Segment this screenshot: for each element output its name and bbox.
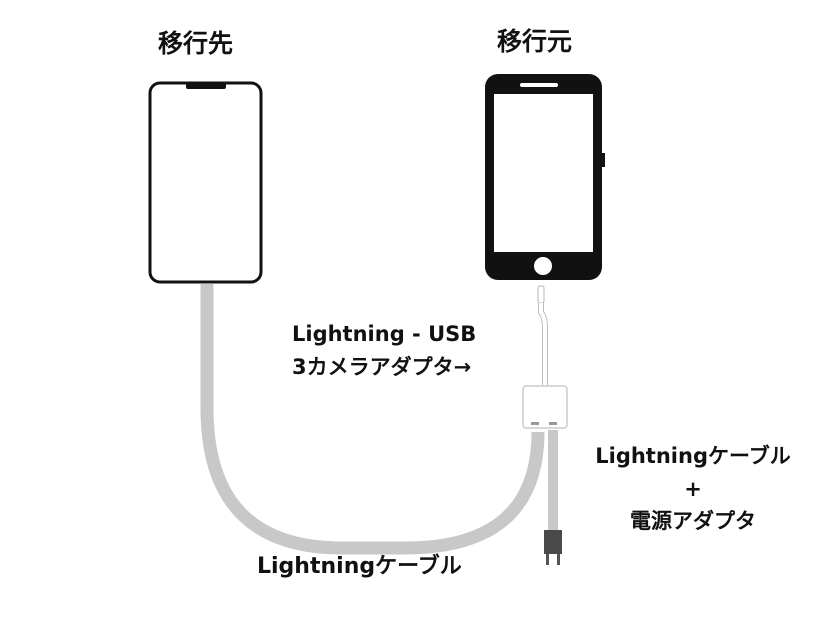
destination-label: 移行先 (158, 29, 234, 58)
source-label: 移行元 (497, 27, 573, 56)
bottom-cable-label: Lightningケーブル (257, 554, 462, 579)
power-cable-label-line1: Lightningケーブル (595, 444, 791, 468)
adapter-label-line2: 3カメラアダプタ→ (292, 354, 472, 379)
power-cable-label-line2: + (684, 476, 702, 501)
adapter-cable (537, 285, 548, 386)
source-phone-icon (485, 74, 605, 280)
camera-adapter-icon (522, 385, 568, 429)
power-cable-label: Lightningケーブル + 電源アダプタ (573, 440, 813, 538)
lightning-cable-to-destination (200, 284, 545, 555)
adapter-label: Lightning - USB 3カメラアダプタ→ (292, 318, 476, 383)
destination-phone-icon (148, 81, 263, 284)
adapter-label-line1: Lightning - USB (292, 322, 477, 346)
power-plug-icon (544, 530, 562, 565)
power-cable-label-line3: 電源アダプタ (630, 509, 756, 534)
